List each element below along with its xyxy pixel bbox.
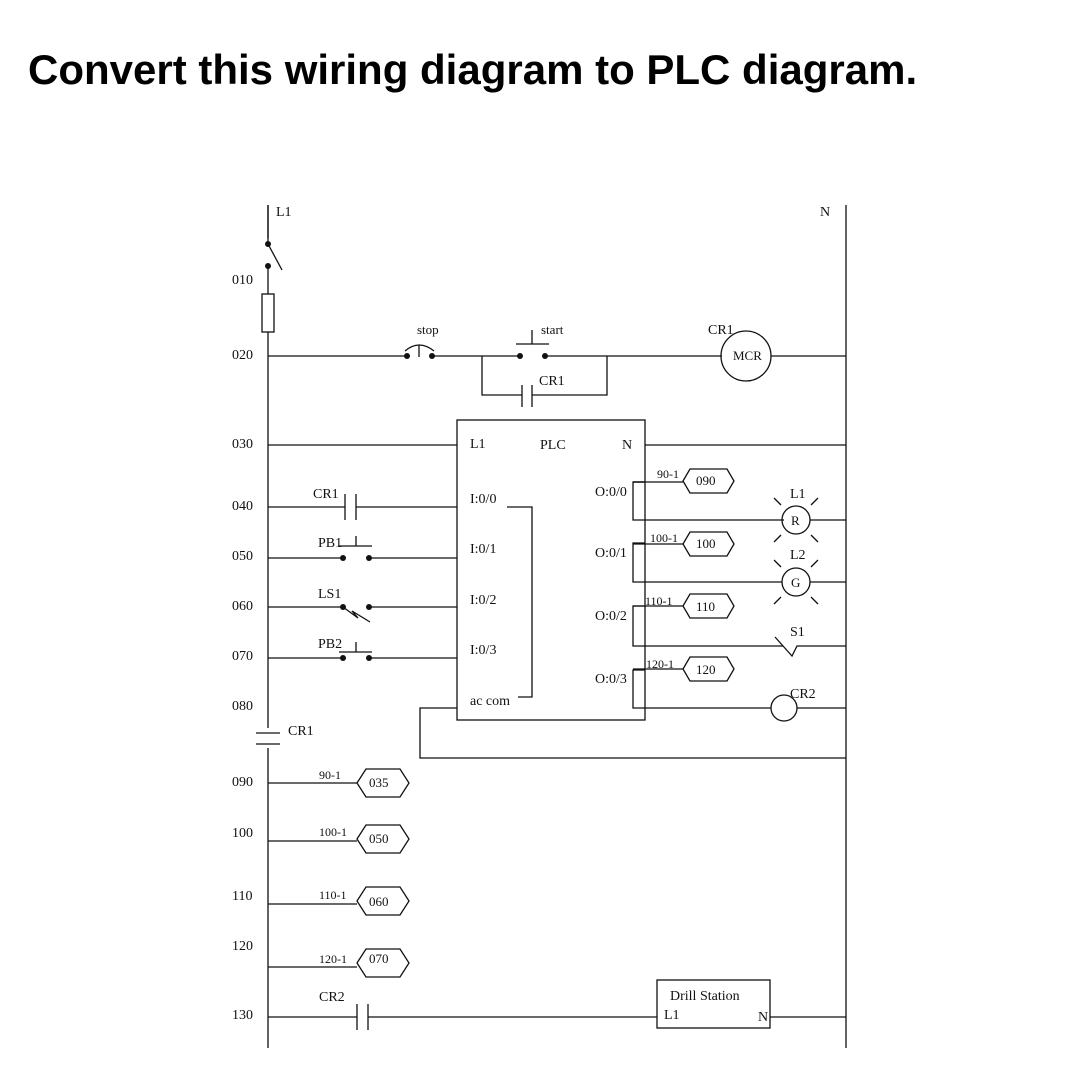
cr1-rail-contact-icon xyxy=(256,732,280,745)
rung-number: 060 xyxy=(232,599,253,614)
rung-number: 050 xyxy=(232,549,253,564)
right-rail-label: N xyxy=(820,205,830,220)
cross-ref-box xyxy=(356,824,410,854)
output-wire-label: 100-1 xyxy=(650,531,678,545)
rung-number: 100 xyxy=(232,826,253,841)
plc-input-terminal: I:0/2 xyxy=(470,593,496,608)
rung-number: 010 xyxy=(232,273,253,288)
output-ref: 120 xyxy=(696,662,716,677)
input-device-label: CR1 xyxy=(313,487,339,502)
rung-number: 030 xyxy=(232,437,253,452)
output-ref: 100 xyxy=(696,536,716,551)
rung-number: 090 xyxy=(232,775,253,790)
output-ref-box xyxy=(682,656,735,682)
plc-module xyxy=(456,419,646,721)
output-ref-box xyxy=(682,468,735,494)
output-wire-label: 120-1 xyxy=(646,657,674,671)
plc-output-terminal: O:0/2 xyxy=(595,609,627,624)
rung-number: 080 xyxy=(232,699,253,714)
cross-ref-wire: 110-1 xyxy=(319,888,347,902)
rung-130-contact-label: CR2 xyxy=(319,990,345,1005)
drill-station-n: N xyxy=(758,1010,768,1025)
cr1-seal-contact-icon xyxy=(521,385,533,407)
output-ref-box xyxy=(682,593,735,619)
input-common-bus xyxy=(507,506,533,698)
input-device-label: LS1 xyxy=(318,587,341,602)
output-common-return xyxy=(419,707,846,759)
output-wire-label: 90-1 xyxy=(657,467,679,481)
rung-number: 130 xyxy=(232,1008,253,1023)
rung-number: 070 xyxy=(232,649,253,664)
output-ref-box xyxy=(682,531,735,557)
lamp-name: L1 xyxy=(790,487,806,502)
cross-ref: 060 xyxy=(369,894,389,909)
left-rail-label: L1 xyxy=(276,205,292,220)
input-device-label: PB2 xyxy=(318,637,342,652)
drill-station-l1: L1 xyxy=(664,1008,680,1023)
cr1-contact-icon xyxy=(344,494,357,520)
solenoid-icon xyxy=(774,636,808,658)
plc-n-terminal: N xyxy=(622,438,632,453)
lamp-name: L2 xyxy=(790,548,806,563)
plc-label: PLC xyxy=(540,438,566,453)
output-ref: 090 xyxy=(696,473,716,488)
cross-ref: 035 xyxy=(369,775,389,790)
plc-output-terminal: O:0/0 xyxy=(595,485,627,500)
output-wire-label: 110-1 xyxy=(645,594,673,608)
pb2-pushbutton-icon xyxy=(339,642,372,661)
drill-station-label: Drill Station xyxy=(670,989,740,1004)
page-title: Convert this wiring diagram to PLC diagr… xyxy=(28,46,918,93)
cross-ref-wire: 90-1 xyxy=(319,768,341,782)
lamp-letter: G xyxy=(791,575,800,590)
plc-input-terminal: I:0/3 xyxy=(470,643,496,658)
cross-ref: 050 xyxy=(369,831,389,846)
cross-ref-box xyxy=(356,948,410,978)
cross-ref-wire: 100-1 xyxy=(319,825,347,839)
cr2-contact-icon xyxy=(356,1004,369,1030)
rung-numbers: 010 020 030 040 050 060 070 080 090 100 … xyxy=(232,273,253,1023)
rail-contact-label: CR1 xyxy=(288,724,314,739)
rung-number: 110 xyxy=(232,889,252,904)
coil-label: MCR xyxy=(733,348,762,363)
ls1-limit-switch-icon xyxy=(340,604,372,623)
plc-input-terminal: I:0/1 xyxy=(470,542,496,557)
coil-label: CR2 xyxy=(790,687,816,702)
plc-output-terminal: O:0/3 xyxy=(595,672,627,687)
pb1-pushbutton-icon xyxy=(339,536,372,561)
start-label: start xyxy=(541,322,564,337)
stop-pushbutton-icon xyxy=(404,344,435,359)
coil-name-label: CR1 xyxy=(708,323,734,338)
lamp-letter: R xyxy=(791,513,800,528)
output-ref: 110 xyxy=(696,599,715,614)
disconnect-switch-icon xyxy=(265,241,283,271)
solenoid-label: S1 xyxy=(790,625,805,640)
drill-station-box xyxy=(656,979,771,1029)
input-device-label: PB1 xyxy=(318,536,342,551)
stop-label: stop xyxy=(417,322,439,337)
plc-l1-terminal: L1 xyxy=(470,437,486,452)
plc-input-terminal: I:0/0 xyxy=(470,492,496,507)
plc-output-terminal: O:0/1 xyxy=(595,546,627,561)
cross-ref-box xyxy=(356,768,410,798)
rung-number: 020 xyxy=(232,348,253,363)
rung-number: 120 xyxy=(232,939,253,954)
cross-ref-wire: 120-1 xyxy=(319,952,347,966)
seal-contact-label: CR1 xyxy=(539,374,565,389)
plc-com-terminal: ac com xyxy=(470,694,510,709)
rung-number: 040 xyxy=(232,499,253,514)
cross-ref-box xyxy=(356,886,410,916)
cross-ref: 070 xyxy=(369,951,389,966)
